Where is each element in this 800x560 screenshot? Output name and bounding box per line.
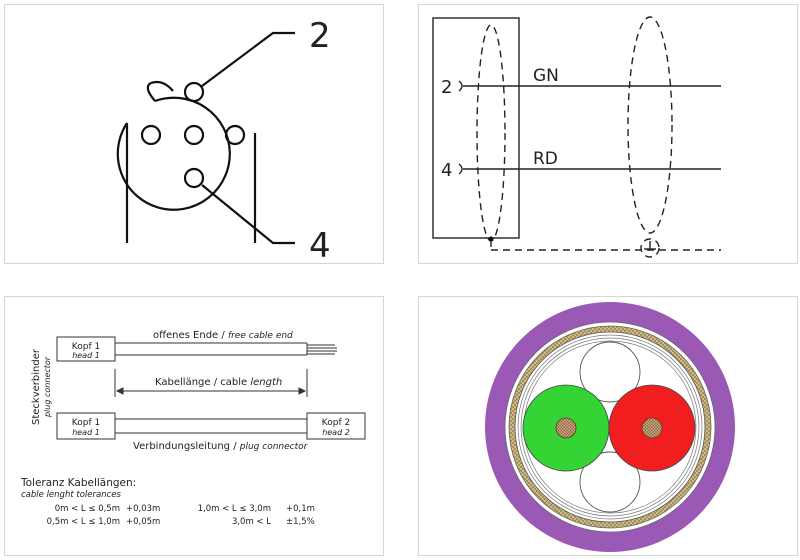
green-conductor (555, 417, 577, 439)
red-conductor (641, 417, 663, 439)
head1-label: Kopf 1 (72, 342, 100, 352)
free-cable-wires (307, 344, 337, 355)
pin-label-2: 2 (309, 16, 331, 56)
side-label-en: plug connector (43, 356, 52, 418)
head2-label: Kopf 2 (322, 418, 350, 428)
ground-circle (640, 238, 660, 258)
head1-box (56, 336, 116, 362)
tol-value: +0,03m (126, 504, 160, 514)
schematic-pin-2: 2 (441, 77, 452, 98)
schematic-panel: 2 4 GN RD (418, 4, 798, 264)
side-label: Steckverbinder (31, 348, 42, 425)
head2-label-en: head 2 (322, 428, 350, 437)
head2-box (306, 412, 366, 440)
pinout-panel: 2 4 (4, 4, 384, 265)
tol-value: +0,1m (286, 504, 315, 514)
pin-top (183, 81, 205, 103)
tol-value: ±1,5% (286, 517, 315, 527)
pin-label-4: 4 (309, 226, 331, 265)
leader-pin-2 (201, 31, 295, 87)
pinout-drawing: 2 4 (116, 16, 331, 265)
head1b-label: Kopf 1 (72, 418, 100, 428)
pin-left (140, 124, 162, 146)
connector-outline (116, 96, 231, 211)
shield-ellipse-left (476, 24, 506, 242)
pin-right (224, 124, 246, 146)
head1b-box (56, 412, 116, 440)
coding-key (146, 80, 174, 102)
tolerance-title: Toleranz Kabellängen: (20, 477, 136, 489)
tol-range: 0,5m < L ≤ 1,0m (47, 517, 120, 527)
schematic-drawing: 2 4 GN RD (432, 16, 721, 258)
shield-ellipse-right (627, 16, 673, 234)
tolerance-subtitle: cable lenght tolerances (21, 490, 121, 500)
wire-label-rd: RD (533, 149, 558, 169)
leader-pin-4 (201, 184, 295, 245)
tol-value: +0,05m (126, 517, 160, 527)
contact-2 (458, 80, 463, 92)
pin-center (183, 124, 205, 146)
tol-range: 1,0m < L ≤ 3,0m (198, 504, 271, 514)
filler-bottom (579, 451, 641, 513)
junction-dot (488, 236, 494, 242)
tol-range: 3,0m < L (232, 517, 271, 527)
cable-drawing: Steckverbinder plug connector (20, 330, 366, 527)
cable-drawing-panel: Steckverbinder plug connector (4, 296, 384, 556)
open-end-label: offenes Ende / free cable end (153, 330, 293, 341)
connector-box (432, 17, 520, 239)
tol-range: 0m < L ≤ 0,5m (55, 504, 120, 514)
head1b-label-en: head 1 (72, 428, 100, 437)
contact-4 (458, 163, 463, 175)
cable-length-label: Kabellänge / cable length (155, 377, 282, 388)
head1-label-en: head 1 (72, 351, 100, 360)
filler-top (579, 341, 641, 403)
cross-section-drawing (485, 302, 735, 552)
assembly-label: Verbindungsleitung / plug connector (133, 441, 309, 452)
pin-bottom (183, 167, 205, 189)
wire-label-gn: GN (533, 66, 559, 86)
schematic-pin-4: 4 (441, 160, 452, 181)
cross-section-panel (418, 296, 798, 556)
